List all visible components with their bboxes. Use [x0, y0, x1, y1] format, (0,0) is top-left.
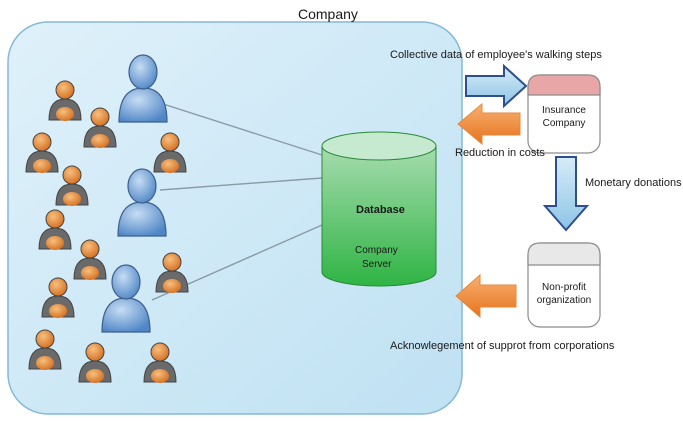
employee-icon: [117, 168, 167, 237]
database-cylinder: [321, 131, 437, 287]
employee-icon: [118, 54, 168, 123]
database-subtitle-line1: Company: [355, 245, 398, 256]
employee-icon: [41, 277, 75, 318]
insurance-label-line1: Insurance: [542, 105, 586, 116]
employee-icon: [73, 239, 107, 280]
employee-icon: [143, 342, 177, 383]
flow-label-acknowledgement: Acknowlegement of supprot from corporati…: [390, 340, 615, 352]
employee-icon: [83, 107, 117, 148]
flow-label-cost-reduction: Reduction in costs: [455, 147, 545, 159]
employee-icon: [153, 132, 187, 173]
company-label: Company: [298, 6, 358, 22]
employee-icon: [48, 80, 82, 121]
flow-label-walking-data: Collective data of employee's walking st…: [390, 49, 602, 61]
insurance-box: [527, 74, 601, 154]
employee-icon: [101, 264, 151, 333]
database-subtitle-line2: Server: [362, 259, 392, 270]
employees-large: [101, 54, 168, 333]
arrow-donations: [542, 156, 590, 232]
nonprofit-label-line2: organization: [536, 295, 592, 306]
employee-icon: [38, 209, 72, 250]
database-title: Database: [356, 204, 405, 216]
arrow-walking-data: [465, 63, 528, 109]
employee-icon: [78, 342, 112, 383]
employee-icon: [25, 132, 59, 173]
employee-icon: [55, 165, 89, 206]
nonprofit-label-line1: Non-profit: [542, 282, 586, 293]
employee-icon: [28, 329, 62, 370]
nonprofit-box: [527, 242, 601, 328]
arrow-cost-reduction: [457, 102, 521, 146]
insurance-label-line2: Company: [542, 118, 586, 129]
employees-small: [25, 80, 189, 383]
arrow-acknowledgement: [455, 273, 517, 319]
flow-label-donations: Monetary donations: [585, 177, 682, 189]
employee-icon: [155, 252, 189, 293]
